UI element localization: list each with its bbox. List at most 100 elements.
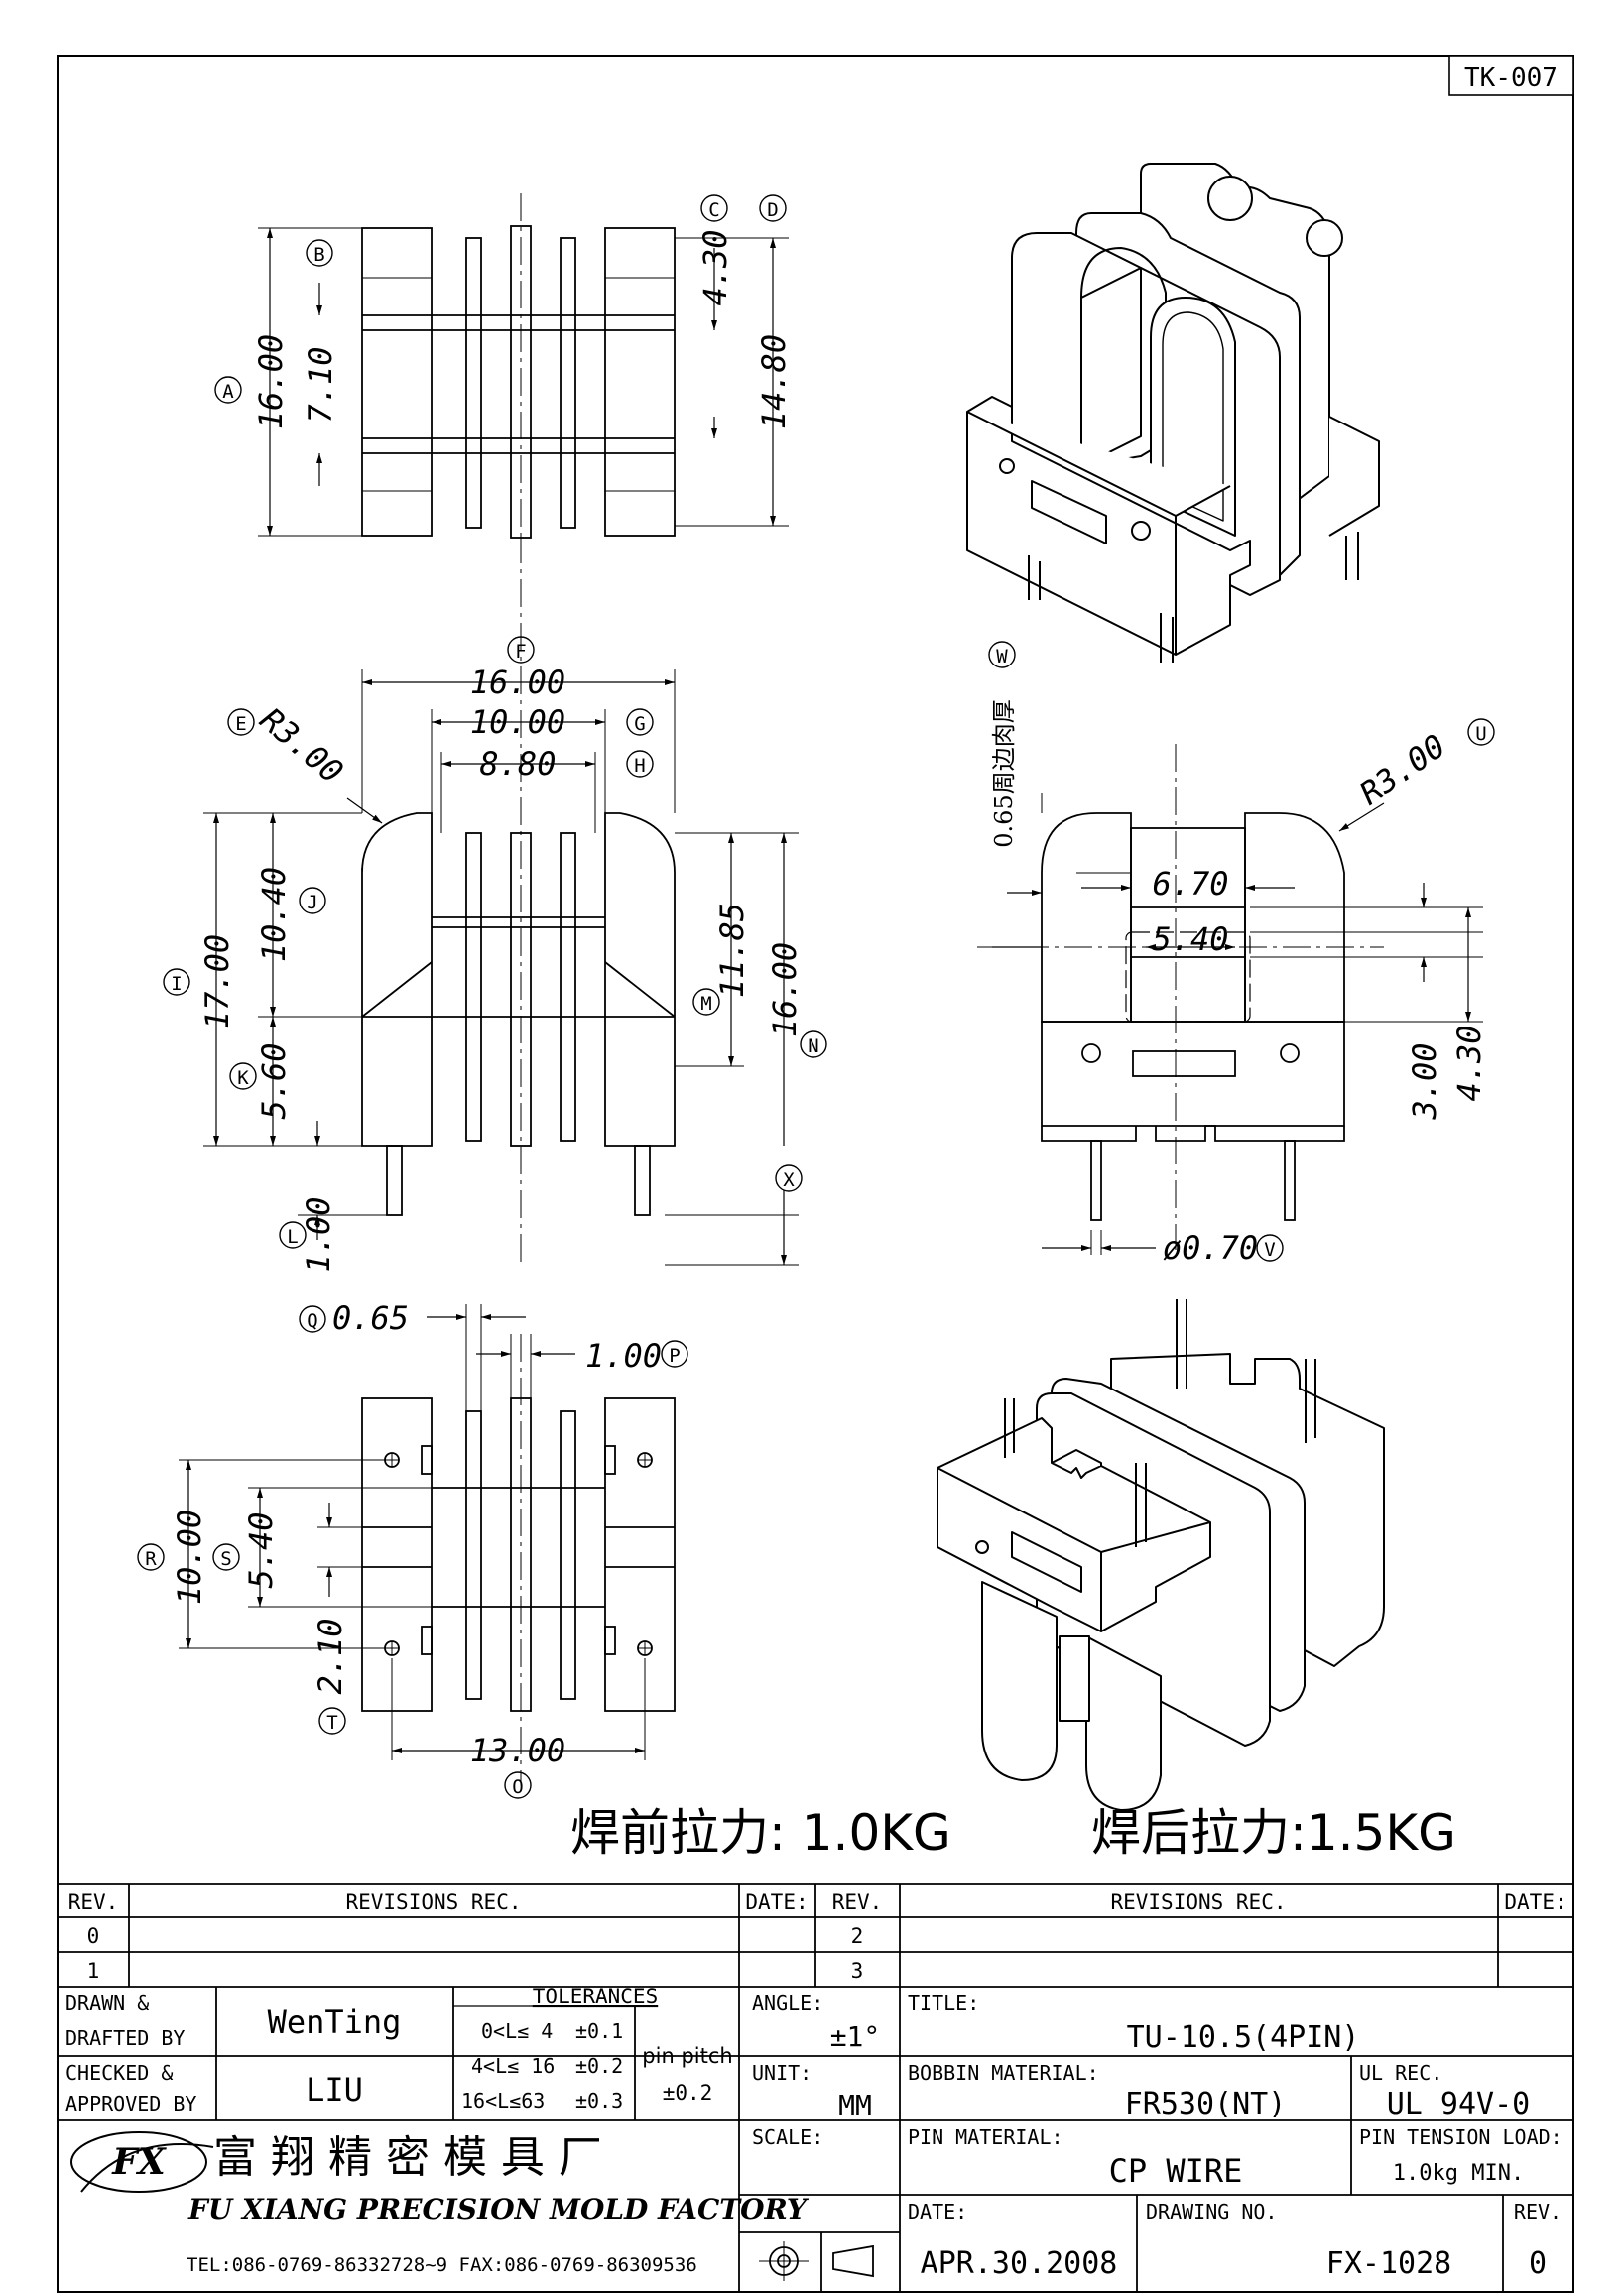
dim-g-value: 10.00 (470, 703, 565, 741)
label-g: G (634, 713, 645, 735)
drawn-label-2: DRAFTED BY (65, 2026, 185, 2050)
drawn-label-1: DRAWN & (65, 1992, 149, 2015)
dim-a-value: 16.00 (252, 334, 290, 429)
pin-pitch-label: pin pitch (642, 2044, 732, 2068)
label-d: D (767, 199, 778, 221)
label-r: R (145, 1548, 157, 1570)
note-pull-before: 焊前拉力: 1.0KG (570, 1804, 951, 1862)
company-logo: FX (111, 2141, 168, 2183)
ul-rec-label: UL REC. (1359, 2061, 1442, 2085)
rev-row-2: 2 (851, 1924, 864, 1948)
rev-header-right: REV. (832, 1890, 883, 1914)
pin-tension-label: PIN TENSION LOAD: (1359, 2125, 1562, 2149)
sheet-code-box (1448, 55, 1574, 96)
label-h: H (634, 755, 645, 777)
ul-rec-value: UL 94V-0 (1387, 2087, 1531, 2121)
dim-t-value: 2.10 (312, 1618, 349, 1694)
company-contact: TEL:086-0769-86332728~9 FAX:086-0769-863… (187, 2254, 697, 2276)
sheet-border (57, 55, 1574, 2293)
checked-label-1: CHECKED & (65, 2061, 173, 2085)
bobbin-material-value: FR530(NT) (1125, 2087, 1287, 2121)
company-name-en: FU XIANG PRECISION MOLD FACTORY (187, 2193, 810, 2226)
rev-label: REV. (1514, 2200, 1562, 2224)
dim-m-value: 11.85 (713, 903, 751, 998)
dim-k-value: 5.60 (255, 1042, 293, 1119)
tol-value-2: ±0.2 (575, 2054, 623, 2078)
tolerances-title: TOLERANCES (533, 1985, 658, 2008)
title-value: TU-10.5(4PIN) (1127, 2020, 1360, 2055)
company-name-cn: 富 翔 精 密 模 具 厂 (213, 2132, 602, 2183)
label-k: K (237, 1067, 249, 1089)
label-n: N (808, 1035, 818, 1057)
date-label: DATE: (908, 2200, 967, 2224)
label-i: I (171, 973, 182, 995)
dim-n-value: 16.00 (766, 942, 804, 1037)
label-m: M (700, 993, 711, 1015)
unit-label: UNIT: (752, 2061, 812, 2085)
dim-i-value: 17.00 (198, 934, 236, 1029)
dim-u-value: R3.00 (1352, 727, 1452, 812)
dim-p-value: 1.00 (585, 1337, 662, 1375)
dim-v-value: ø0.70 (1163, 1229, 1258, 1267)
label-o: O (512, 1776, 523, 1798)
label-t: T (326, 1712, 337, 1734)
scale-label: SCALE: (752, 2125, 823, 2149)
tol-range-2: 4<L≤ 16 (471, 2054, 555, 2078)
note-pull-after: 焊后拉力:1.5KG (1091, 1804, 1456, 1862)
tol-range-1: 0<L≤ 4 (481, 2019, 553, 2043)
label-c: C (708, 199, 719, 221)
dim-w-value: 0.65周边肉厚 (990, 699, 1018, 847)
label-s: S (220, 1548, 231, 1570)
dim-s-value: 5.40 (242, 1511, 280, 1588)
angle-value: ±1° (830, 2020, 881, 2053)
label-j: J (307, 892, 317, 913)
top-view (214, 193, 789, 545)
pin-material-value: CP WIRE (1109, 2152, 1243, 2190)
label-l: L (287, 1226, 298, 1248)
sheet-code: TK-007 (1464, 63, 1558, 93)
dim-h-value: 8.80 (479, 745, 556, 783)
dim-d-value: 14.80 (755, 334, 793, 429)
bottom-view (137, 1304, 688, 1799)
rev-row-1: 1 (87, 1959, 100, 1983)
dim-h2-value: 4.30 (1450, 1025, 1488, 1101)
label-e: E (235, 713, 246, 735)
rev-header-left: REV. (68, 1890, 119, 1914)
tol-value-1: ±0.1 (575, 2019, 623, 2043)
drawing-no-value: FX-1028 (1326, 2246, 1451, 2281)
pin-pitch-tol: ±0.2 (663, 2081, 713, 2105)
drawn-value: WenTing (268, 2003, 402, 2041)
pin-material-label: PIN MATERIAL: (908, 2125, 1063, 2149)
dim-e-value: R3.00 (253, 700, 350, 790)
rev-row-3: 3 (851, 1959, 864, 1983)
dim-l-value: 1.00 (300, 1196, 337, 1272)
dim-h1-value: 3.00 (1406, 1042, 1443, 1120)
revisions-header-left: REVISIONS REC. (345, 1890, 521, 1914)
dim-o-value: 13.00 (470, 1732, 565, 1769)
date-header-right: DATE: (1504, 1890, 1566, 1914)
tol-range-3: 16<L≤63 (461, 2089, 545, 2113)
isometric-view-top (966, 163, 1380, 663)
title-block (58, 1883, 1573, 2292)
checked-value: LIU (306, 2071, 363, 2109)
checked-label-2: APPROVED BY (65, 2092, 196, 2115)
label-a: A (222, 381, 234, 403)
drawing-no-label: DRAWING NO. (1146, 2200, 1277, 2224)
tol-value-3: ±0.3 (575, 2089, 623, 2113)
dim-r-value: 10.00 (171, 1510, 208, 1605)
label-b: B (313, 244, 324, 266)
label-f: F (515, 641, 526, 663)
rev-row-0: 0 (87, 1924, 100, 1948)
dim-b-value: 7.10 (302, 346, 339, 423)
dim-q-value: 0.65 (332, 1299, 409, 1337)
bobbin-material-label: BOBBIN MATERIAL: (908, 2061, 1099, 2085)
date-value: APR.30.2008 (921, 2246, 1118, 2281)
label-u: U (1475, 723, 1486, 745)
dim-j-value: 10.40 (255, 867, 293, 962)
label-p: P (669, 1345, 680, 1367)
revisions-header-right: REVISIONS REC. (1110, 1890, 1286, 1914)
rev-value: 0 (1529, 2246, 1547, 2281)
label-v: V (1264, 1239, 1275, 1261)
